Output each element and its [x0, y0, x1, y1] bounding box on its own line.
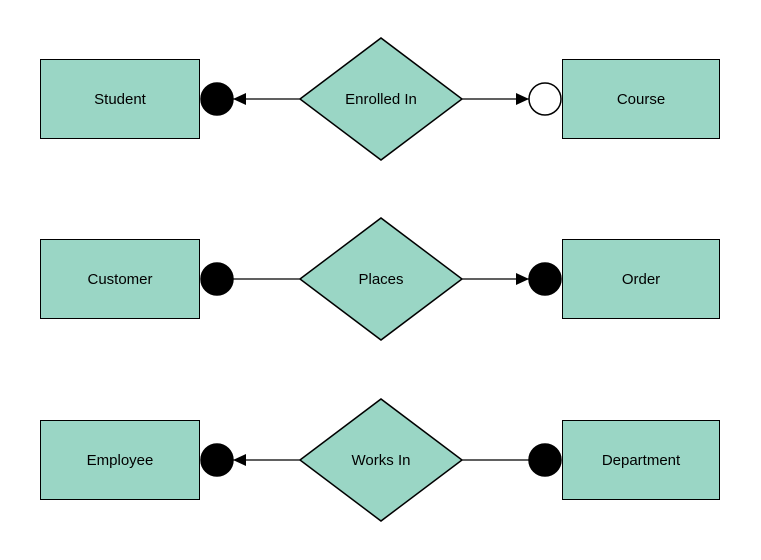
diagram-row: Employee Works In Department [0, 398, 761, 522]
arrowhead-icon [516, 273, 529, 285]
cardinality-circle [528, 82, 562, 116]
entity-customer: Customer [40, 239, 200, 319]
entity-label: Customer [87, 270, 153, 288]
diagram-row: Customer Places Order [0, 217, 761, 341]
relationship-diamond [298, 217, 464, 341]
entity-student: Student [40, 59, 200, 139]
cardinality-circle [200, 82, 234, 116]
entity-label: Employee [86, 451, 154, 469]
connector-graphics [200, 37, 562, 161]
connector-graphics [200, 217, 562, 341]
relationship-diamond [298, 37, 464, 161]
diagram-row: Student Enrolled In Course [0, 37, 761, 161]
cardinality-circle [200, 443, 234, 477]
arrowhead-icon [233, 93, 246, 105]
arrowhead-icon [516, 93, 529, 105]
entity-department: Department [562, 420, 720, 500]
relationship-diamond [298, 398, 464, 522]
entity-label: Department [601, 451, 681, 469]
entity-employee: Employee [40, 420, 200, 500]
arrowhead-icon [233, 454, 246, 466]
entity-order: Order [562, 239, 720, 319]
entity-course: Course [562, 59, 720, 139]
cardinality-circle [528, 262, 562, 296]
entity-label: Student [94, 90, 146, 108]
cardinality-circle [528, 443, 562, 477]
connector-graphics [200, 398, 562, 522]
cardinality-circle [200, 262, 234, 296]
entity-label: Order [621, 270, 661, 288]
entity-label: Course [616, 90, 666, 108]
